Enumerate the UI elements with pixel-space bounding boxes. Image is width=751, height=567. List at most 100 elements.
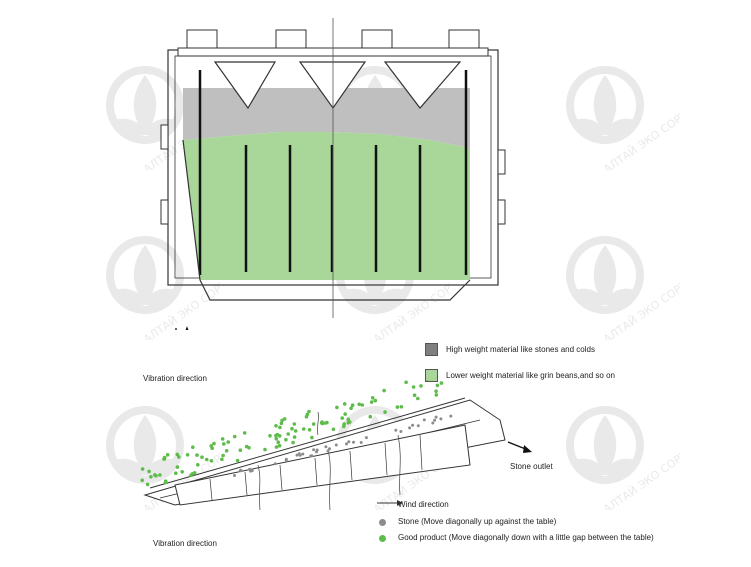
good-dot [276, 440, 281, 444]
good-dot [277, 443, 282, 448]
legend-label-heavy: High weight material like stones and col… [446, 345, 595, 354]
stone-dot [312, 448, 316, 452]
stone-dot [239, 468, 243, 472]
good-dot [140, 478, 144, 483]
good-dot [140, 467, 145, 471]
watermark-logo: АЛТАЙ ЭКО СОРТ [100, 230, 230, 346]
good-dot [331, 427, 336, 432]
stone-dot [347, 440, 351, 444]
good-dot [419, 384, 423, 388]
good-dot [305, 412, 310, 417]
good-dot [286, 432, 291, 436]
good-dot [226, 440, 230, 444]
stone-legend-label: Stone (Move diagonally up against the ta… [398, 517, 557, 526]
good-dot [324, 421, 328, 425]
fan-boxes [186, 29, 480, 49]
good-dot [290, 426, 294, 431]
good-dot [274, 445, 279, 449]
good-dot [244, 444, 249, 449]
watermark-logo: АЛТАЙ ЭКО СОРТ [560, 60, 690, 176]
stone-dot [295, 453, 299, 457]
good-dot [342, 402, 347, 406]
good-dot [147, 469, 151, 474]
stone-dot [399, 430, 403, 433]
good-dot [412, 393, 417, 397]
stone-dot [364, 436, 368, 440]
stone-dots [233, 414, 453, 477]
good-dot [310, 435, 314, 440]
fan-box-1 [186, 29, 218, 49]
heavy-material-area [183, 88, 470, 148]
side-brackets [160, 124, 506, 225]
good-dot [370, 396, 375, 400]
good-dot [222, 442, 226, 446]
stone-dot [439, 417, 443, 421]
legend-label-light: Lower weight material like grin beans,an… [446, 371, 615, 380]
watermark-logo: АЛТАЙ ЭКО СОРТ [560, 230, 690, 346]
good-dot [434, 389, 438, 393]
good-dot [343, 412, 348, 416]
fan-box-2 [275, 29, 307, 49]
stone-dot [411, 423, 415, 427]
hoppers [213, 61, 462, 110]
good-dot [307, 409, 311, 414]
stone-dot [233, 474, 236, 477]
good-dot [212, 441, 216, 446]
good-dot [346, 417, 351, 422]
wind-direction-label: Wind direction [398, 500, 449, 509]
good-dot [242, 431, 247, 435]
good-dot [158, 473, 162, 477]
good-dot [278, 425, 282, 430]
good-dot [210, 446, 214, 450]
good-dot [274, 424, 278, 428]
stone-dot [298, 453, 302, 457]
stone-dot [324, 445, 328, 449]
stone-dot [433, 418, 437, 422]
good-dot [220, 437, 225, 441]
good-dot [382, 388, 386, 393]
good-dot [220, 457, 224, 462]
good-dot [350, 403, 355, 407]
good-dot [154, 474, 158, 478]
good-dot [311, 422, 316, 426]
wind-curves [257, 411, 401, 511]
frame-posts [209, 434, 423, 501]
good-dot [209, 459, 214, 463]
stone-dot [359, 441, 363, 444]
good-dot [175, 465, 180, 469]
good-dot [416, 396, 420, 401]
stone-dot [326, 449, 330, 453]
separator-bars [198, 70, 468, 275]
vibration-arrows-top [175, 326, 189, 330]
good-dot [200, 455, 204, 459]
top-view-diagram [160, 18, 506, 330]
frame-box [174, 424, 471, 506]
good-dot [340, 416, 345, 420]
good-dot [232, 434, 237, 439]
good-dot [274, 433, 278, 438]
good-dot [180, 470, 184, 474]
good-dot [425, 380, 429, 381]
good-dot [439, 381, 444, 385]
stone-dot [309, 454, 313, 458]
good-dot [145, 482, 150, 487]
good-dot [342, 422, 347, 426]
stone-dot [352, 440, 355, 444]
fan-box-4 [448, 29, 480, 49]
good-dot [277, 434, 282, 438]
good-dot [307, 428, 312, 432]
good-dot [280, 418, 284, 423]
good-dot [174, 471, 178, 475]
good-dot [293, 429, 298, 433]
good-dot [238, 448, 243, 452]
fan-box-3 [361, 29, 393, 49]
good-dot [196, 463, 200, 467]
good-dot [191, 445, 195, 449]
good-dot [279, 421, 284, 425]
good-dot [149, 475, 153, 479]
good-dot [411, 385, 416, 389]
stone-dot [328, 447, 331, 451]
good-dot [165, 453, 170, 457]
good-dot [282, 417, 287, 421]
